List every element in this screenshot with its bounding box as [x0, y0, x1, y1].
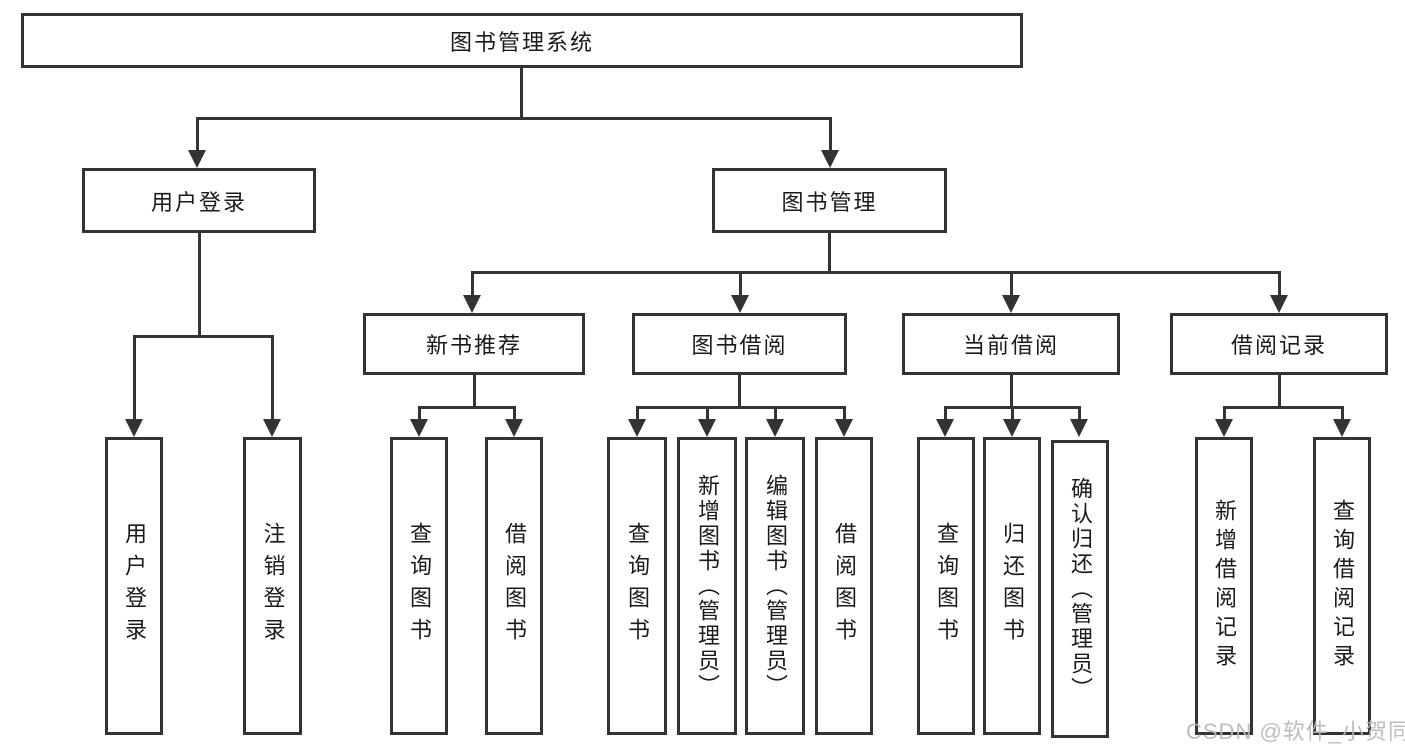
connector-drop-query-books-1 [418, 406, 421, 421]
node-query-borrow-record: 查询借阅记录 [1313, 437, 1371, 735]
node-borrow-books-1: 借阅图书 [485, 437, 543, 735]
node-label: 借阅记录 [1230, 333, 1327, 358]
node-confirm-return-admin: 确认归还（管理员） [1051, 440, 1109, 738]
connector-drop-query-books-3 [944, 406, 947, 421]
node-label: 借阅图书 [832, 522, 857, 650]
node-label: 查询图书 [407, 522, 432, 650]
node-label: 新书推荐 [425, 333, 522, 358]
node-label: 当前借阅 [962, 333, 1059, 358]
arrowhead-book-management [821, 150, 839, 168]
connector-book-borrowing-stem [738, 373, 741, 408]
node-book-management: 图书管理 [712, 168, 947, 233]
arrowhead-edit-books [766, 419, 784, 437]
connector-borrowing-records-split [1223, 406, 1344, 409]
node-label: 注销登录 [260, 522, 286, 650]
node-user-login-leaf: 用户登录 [105, 437, 163, 735]
node-label: 借阅图书 [502, 522, 527, 650]
connector-user-login-stem [198, 231, 201, 337]
node-edit-books-admin: 编辑图书（管理员） [745, 437, 805, 735]
connector-drop-add-books [706, 406, 709, 421]
node-label: 图书管理系统 [449, 29, 594, 55]
arrowhead-current-borrowing [1002, 295, 1020, 313]
connector-drop-edit-books [774, 406, 777, 421]
connector-current-borrowing-stem [1010, 373, 1013, 408]
arrowhead-query-books-3 [936, 419, 954, 437]
connector-drop-add-record [1223, 406, 1226, 421]
node-add-borrow-record: 新增借阅记录 [1195, 437, 1253, 735]
node-library-management-system: 图书管理系统 [21, 13, 1023, 68]
connector-book-borrowing-split [636, 406, 846, 409]
arrowhead-confirm-return [1070, 419, 1088, 437]
node-label: 图书借阅 [691, 333, 788, 358]
node-label: 查询图书 [934, 522, 959, 650]
connector-drop-logout-leaf [271, 335, 274, 419]
node-label: 图书管理 [781, 189, 878, 215]
node-new-book-recommend: 新书推荐 [363, 313, 585, 375]
connector-borrowing-records-stem [1278, 373, 1281, 408]
node-book-borrowing: 图书借阅 [632, 313, 847, 375]
node-borrowing-records: 借阅记录 [1170, 313, 1388, 375]
arrowhead-query-books-2 [628, 419, 646, 437]
connector-drop-borrowing-records [1278, 271, 1281, 297]
arrowhead-login-leaf [125, 419, 143, 437]
arrowhead-borrow-books-2 [835, 419, 853, 437]
connector-drop-confirm-return [1078, 406, 1081, 421]
connector-user-login-split [133, 335, 274, 338]
node-label: 用户登录 [150, 189, 247, 215]
arrowhead-borrow-books-1 [505, 419, 523, 437]
connector-drop-query-books-2 [636, 406, 639, 421]
node-borrow-books-2: 借阅图书 [815, 437, 873, 735]
node-add-books-admin: 新增图书（管理员） [677, 437, 737, 735]
connector-new-book-split [418, 406, 516, 409]
node-query-books-3: 查询图书 [917, 437, 975, 735]
connector-drop-new-book [471, 271, 474, 297]
node-current-borrowing: 当前借阅 [902, 313, 1120, 375]
node-logout: 注销登录 [243, 437, 302, 735]
node-label: 用户登录 [122, 522, 147, 650]
node-label: 归还图书 [1000, 522, 1025, 650]
arrowhead-query-books-1 [410, 419, 428, 437]
connector-root-split [196, 117, 832, 120]
arrowhead-add-record [1215, 419, 1233, 437]
node-user-login: 用户登录 [82, 168, 316, 233]
connector-book-management-stem [828, 231, 831, 274]
node-label: 查询图书 [625, 522, 650, 650]
node-label: 编辑图书（管理员） [763, 473, 788, 699]
node-return-books: 归还图书 [983, 437, 1041, 735]
connector-drop-book-borrowing [739, 271, 742, 297]
node-label: 确认归还（管理员） [1068, 476, 1093, 702]
connector-book-management-split [471, 271, 1281, 274]
node-query-books-1: 查询图书 [390, 437, 448, 735]
arrowhead-return-books [1003, 419, 1021, 437]
connector-drop-login-leaf [133, 335, 136, 419]
connector-root-stem [520, 66, 523, 119]
node-label: 查询借阅记录 [1330, 499, 1355, 673]
arrowhead-borrowing-records [1270, 295, 1288, 313]
connector-drop-borrow-books-2 [843, 406, 846, 421]
arrowhead-book-borrowing [731, 295, 749, 313]
arrowhead-user-login [188, 150, 206, 168]
node-query-books-2: 查询图书 [607, 437, 667, 735]
connector-drop-query-record [1341, 406, 1344, 421]
csdn-watermark: CSDN @软件_小贺同学 [1186, 719, 1405, 744]
connector-drop-user-login [196, 117, 199, 150]
arrowhead-logout-leaf [263, 419, 281, 437]
arrowhead-query-record [1333, 419, 1351, 437]
connector-drop-borrow-books-1 [513, 406, 516, 421]
connector-drop-return-books [1011, 406, 1014, 421]
connector-drop-current-borrowing [1010, 271, 1013, 297]
arrowhead-new-book [463, 295, 481, 313]
connector-new-book-stem [473, 373, 476, 408]
connector-drop-book-management [829, 117, 832, 150]
node-label: 新增借阅记录 [1212, 499, 1237, 673]
arrowhead-add-books [698, 419, 716, 437]
node-label: 新增图书（管理员） [695, 473, 720, 699]
